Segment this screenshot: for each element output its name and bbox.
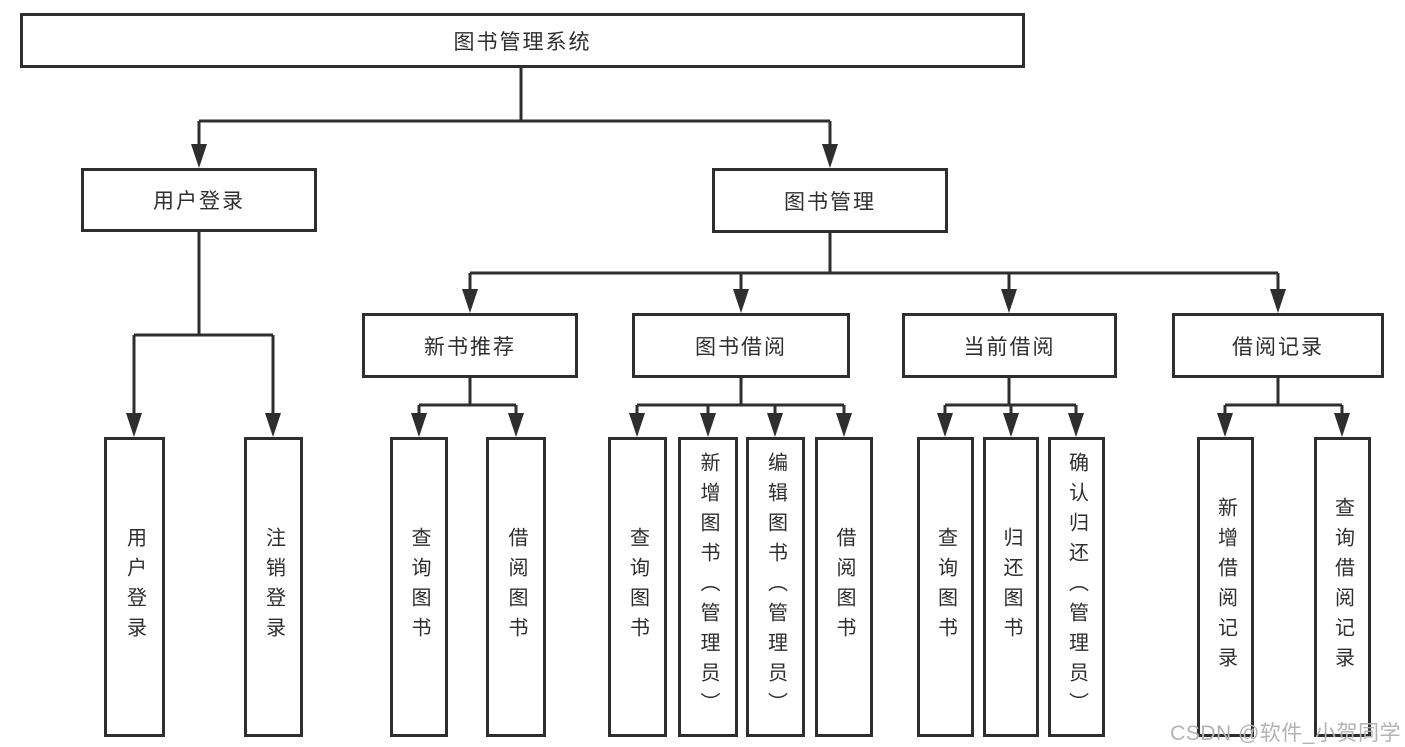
node-module-new-book-recommend: 新书推荐 <box>362 313 578 378</box>
node-leaf-user-login: 用户登录 <box>104 437 165 737</box>
node-root-system: 图书管理系统 <box>20 13 1025 68</box>
node-leaf-add-books-admin: 新增图书（管理员） <box>678 437 738 737</box>
node-leaf-add-borrow-record: 新增借阅记录 <box>1197 437 1254 737</box>
node-leaf-logout: 注销登录 <box>244 437 303 737</box>
leaf-label: 借阅图书 <box>833 527 855 647</box>
node-module-book-borrow: 图书借阅 <box>632 313 850 378</box>
arrowheads <box>126 144 1350 437</box>
node-leaf-query-books-current: 查询图书 <box>917 437 974 737</box>
node-branch-book-management: 图书管理 <box>712 168 948 233</box>
node-leaf-borrow-books-recommend: 借阅图书 <box>486 437 546 737</box>
node-leaf-return-books: 归还图书 <box>983 437 1039 737</box>
leaf-label: 查询借阅记录 <box>1331 497 1354 677</box>
leaf-label: 确认归还（管理员） <box>1065 452 1088 722</box>
leaf-label: 新增借阅记录 <box>1214 497 1237 677</box>
csdn-watermark: CSDN @软件_小贺同学 <box>1170 722 1401 745</box>
node-leaf-query-borrow-record: 查询借阅记录 <box>1314 437 1371 737</box>
node-leaf-borrow-books: 借阅图书 <box>815 437 873 737</box>
connector-paths <box>132 68 1344 420</box>
leaf-label: 查询图书 <box>408 527 430 647</box>
leaf-label: 编辑图书（管理员） <box>764 452 787 722</box>
node-leaf-query-books-borrow: 查询图书 <box>608 437 667 737</box>
node-leaf-edit-books-admin: 编辑图书（管理员） <box>746 437 805 737</box>
leaf-label: 注销登录 <box>262 527 285 647</box>
node-leaf-confirm-return-admin: 确认归还（管理员） <box>1048 437 1105 737</box>
node-module-borrow-records: 借阅记录 <box>1172 313 1384 378</box>
node-leaf-query-books-recommend: 查询图书 <box>390 437 448 737</box>
leaf-label: 新增图书（管理员） <box>697 452 719 722</box>
leaf-label: 查询图书 <box>934 527 957 647</box>
node-branch-user-login: 用户登录 <box>81 168 317 232</box>
node-module-current-borrow: 当前借阅 <box>902 313 1117 378</box>
leaf-label: 借阅图书 <box>505 527 527 647</box>
leaf-label: 归还图书 <box>1000 527 1022 647</box>
leaf-label: 查询图书 <box>626 527 649 647</box>
leaf-label: 用户登录 <box>123 527 146 647</box>
